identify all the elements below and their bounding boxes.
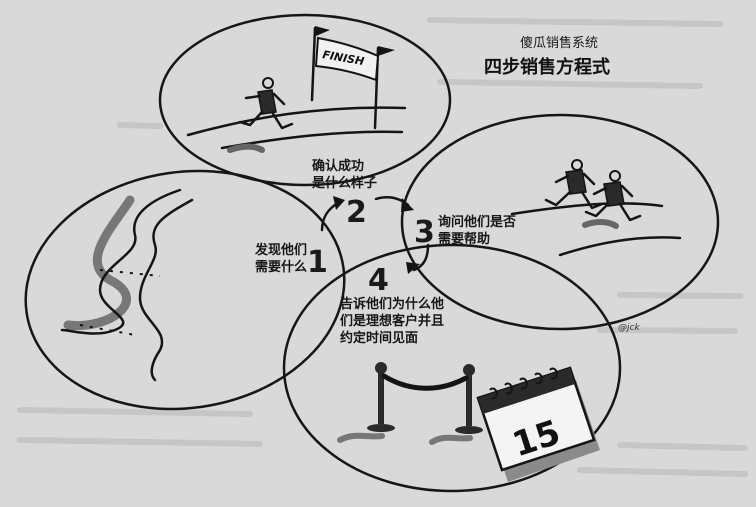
rope-barrier-icon <box>337 362 483 445</box>
ellipse-top <box>158 13 452 187</box>
race-runners-icon <box>510 159 682 257</box>
step-2-line-2: 是什么样子 <box>311 175 377 191</box>
artist-signature: @jck <box>618 323 640 333</box>
step-2-line-1: 确认成功 <box>312 158 364 174</box>
step-3-line-1: 询问他们是否 <box>438 214 516 230</box>
step-4: 4 告诉他们为什么他 们是理想客户并且 约定时间见面 <box>340 263 444 346</box>
step-1: 发现他们 需要什么 1 <box>254 242 328 280</box>
diagram-title: 四步销售方程式 <box>484 56 610 78</box>
step-1-line-1: 发现他们 <box>254 242 307 258</box>
step-2: 确认成功 是什么样子 2 <box>311 158 377 230</box>
step-4-line-1: 告诉他们为什么他 <box>340 296 444 312</box>
diagram-subtitle: 傻瓜销售系统 <box>520 35 598 51</box>
step-3-number: 3 <box>414 215 435 250</box>
step-4-line-2: 们是理想客户并且 <box>340 313 444 329</box>
step-4-line-3: 约定时间见面 <box>340 330 418 346</box>
background-page-lines <box>17 17 748 477</box>
finish-flag-icon: FINISH <box>310 26 395 130</box>
ellipse-left <box>24 169 346 411</box>
ellipse-bottom <box>282 243 622 493</box>
step-4-number: 4 <box>368 263 389 298</box>
step-1-number: 1 <box>307 245 328 280</box>
step-1-line-2: 需要什么 <box>255 259 307 275</box>
runner-icon <box>238 77 294 130</box>
calendar-icon: 15 <box>476 366 600 482</box>
winding-road-icon <box>60 188 194 382</box>
ellipse-right <box>400 113 720 331</box>
step-arrows <box>320 196 430 274</box>
venn-ellipses <box>24 13 720 493</box>
finish-line-scene: FINISH <box>186 26 407 153</box>
step-2-number: 2 <box>346 195 367 230</box>
step-3: 3 询问他们是否 需要帮助 <box>414 214 516 250</box>
step-3-line-2: 需要帮助 <box>438 231 490 247</box>
